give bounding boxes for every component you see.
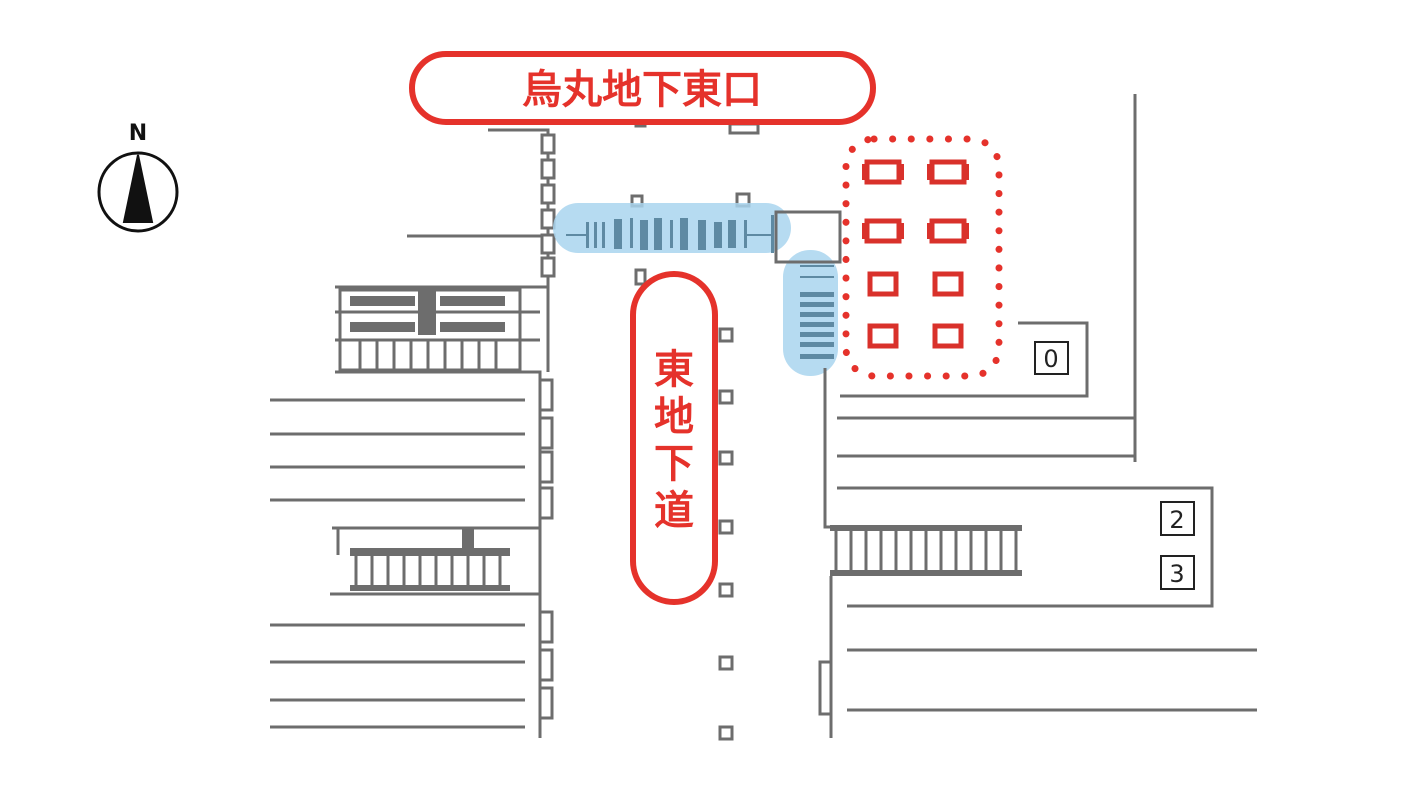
svg-text:道: 道 [654,488,694,534]
exit-number-3: 3 [1160,555,1195,590]
compass-label: N [129,121,147,146]
platform-lines-west-2 [270,623,525,729]
exit-name-sign: 烏丸地下東口 [409,51,876,125]
svg-text:地: 地 [654,394,694,440]
svg-text:3: 3 [1169,560,1184,588]
ticket-gates-highlight [553,203,842,376]
exit-number-0: 0 [1034,341,1069,375]
exit-name: 烏丸地下東口 [522,67,762,113]
staircase-east [830,525,1022,576]
svg-text:東: 東 [654,347,694,393]
pillar-row-west [538,133,556,720]
staircase-west-2 [330,526,540,596]
north-compass-icon: N [97,121,179,233]
east-walls [818,94,1257,738]
svg-text:下: 下 [654,441,694,487]
exit-number-2: 2 [1160,501,1195,536]
staircase-west-1 [335,288,540,372]
platform-lines-west-1 [270,398,525,502]
svg-text:2: 2 [1169,506,1184,534]
west-walls [270,96,556,738]
passage-name-sign: 東 地 下 道 [630,271,718,605]
svg-text:0: 0 [1043,345,1058,373]
locker-icons [864,159,967,349]
highlighted-area [842,135,1003,380]
